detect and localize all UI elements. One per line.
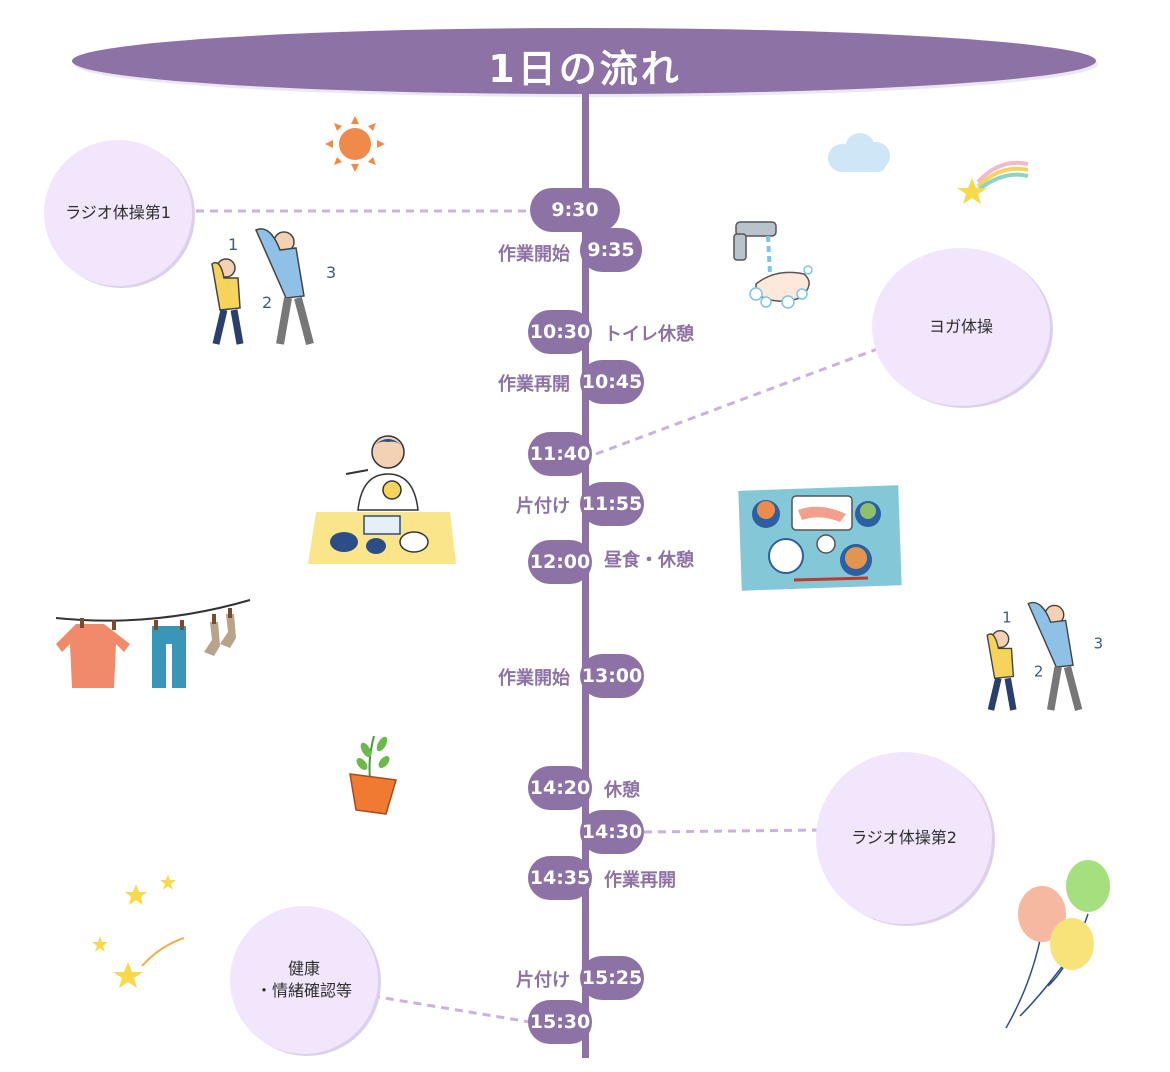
time-pill: 14:20: [528, 766, 592, 810]
step-label: トイレ休憩: [604, 324, 694, 345]
title-banner: [72, 28, 1098, 97]
step-label: 休憩: [604, 780, 640, 801]
step-label: 片付け: [516, 970, 570, 991]
activity-radio-exercise-1: ラジオ体操第1: [44, 140, 192, 286]
person-eating-icon: [308, 435, 456, 564]
exercise-number: 1: [1002, 608, 1012, 626]
lunch-tray-icon: [738, 485, 902, 591]
activity-label: ラジオ体操第1: [65, 203, 171, 223]
connector-line: [371, 994, 531, 1024]
time-pill: 14:35: [528, 856, 592, 900]
step-label: 作業開始: [498, 244, 570, 265]
time-pill: 9:35: [580, 228, 642, 272]
sun-icon: [325, 116, 385, 172]
activity-health-check: 健康 ・情緒確認等: [230, 906, 378, 1054]
page-title: 1日の流れ: [488, 47, 682, 91]
step-label: 作業再開: [604, 870, 676, 891]
time-pill: 10:30: [528, 310, 592, 354]
time-pill: 9:30: [530, 188, 620, 232]
time-pill: 11:40: [528, 432, 592, 476]
exercise-number: 3: [1094, 634, 1104, 652]
time-pill: 11:55: [580, 482, 644, 526]
time-pill: 12:00: [528, 540, 592, 584]
cloud-icon: [828, 133, 890, 172]
step-label: 作業再開: [498, 374, 570, 395]
potted-plant-icon: [349, 735, 397, 815]
activity-label: ヨガ体操: [928, 317, 993, 337]
activity-radio-exercise-2: ラジオ体操第2: [816, 752, 992, 924]
exercise-number: 2: [1034, 662, 1044, 680]
balloons-icon: [1005, 860, 1110, 1029]
connector-line: [643, 828, 821, 834]
laundry-line-icon: [55, 599, 251, 688]
step-label: 片付け: [516, 496, 570, 517]
activity-label: ラジオ体操第2: [851, 828, 957, 848]
time-pill: 15:30: [528, 1000, 592, 1044]
time-pill: 10:45: [580, 360, 644, 404]
activity-label-line-2: ・情緒確認等: [255, 981, 352, 1000]
time-pill: 13:00: [580, 654, 644, 698]
time-pill: 15:25: [580, 956, 644, 1000]
stars-icon: [92, 874, 185, 988]
exercise-number: 3: [326, 263, 336, 282]
exercise-number: 2: [262, 293, 272, 312]
exercise-people-icon: 1 2 3: [986, 601, 1104, 711]
step-label: 作業開始: [498, 668, 570, 689]
time-pill: 14:30: [580, 810, 644, 854]
hand-washing-icon: [733, 221, 813, 309]
exercise-number: 1: [228, 235, 238, 254]
activity-yoga: ヨガ体操: [872, 248, 1050, 406]
activity-label-line-1: 健康: [287, 959, 320, 979]
connector-line: [595, 346, 881, 456]
exercise-people-icon: 1 2 3: [211, 228, 336, 346]
step-label: 昼食・休憩: [604, 550, 694, 571]
shooting-star-icon: [957, 160, 1029, 204]
